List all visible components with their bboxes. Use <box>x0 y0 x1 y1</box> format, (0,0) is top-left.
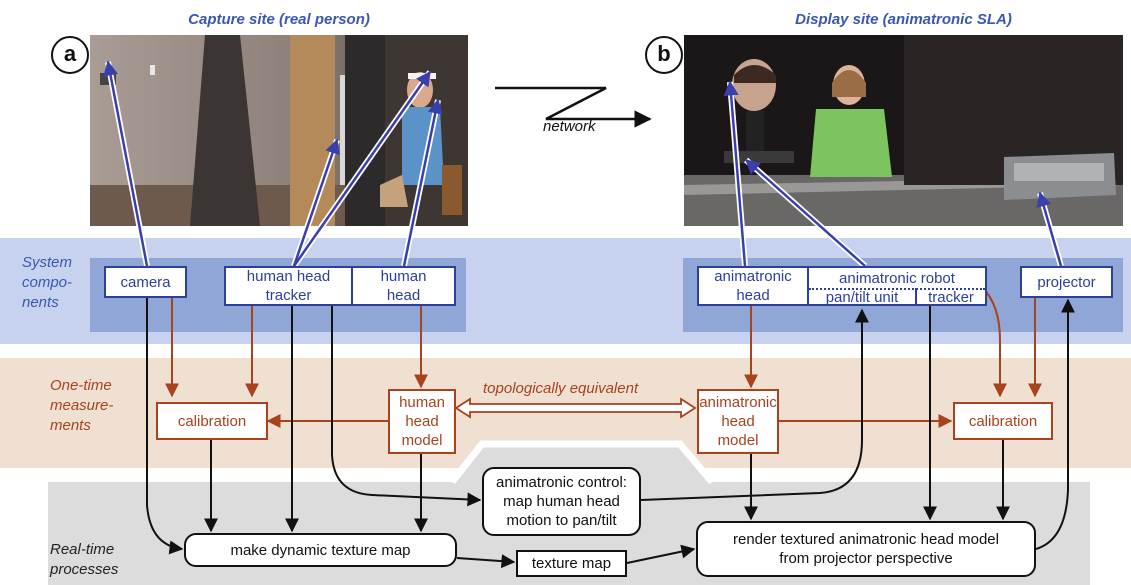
calibration-right-box: calibration <box>953 402 1053 440</box>
pointer-projector <box>1036 191 1063 267</box>
arrow-make-texture-texture-map <box>456 554 516 569</box>
make-texture-map-box: make dynamic texture map <box>184 533 457 567</box>
projector-box: projector <box>1020 266 1113 298</box>
panel-label-b: b <box>645 36 683 74</box>
display-site-title: Display site (animatronic SLA) <box>795 11 1012 28</box>
topo-double-arrow <box>454 397 697 419</box>
arrow-tracker-anim-control <box>331 298 482 507</box>
pointer-tracker-headband <box>292 70 432 267</box>
pointer-tracker-base <box>292 138 340 267</box>
pan-tilt-unit-label: pan/tilt unit <box>825 289 899 306</box>
arrow-anim-control-pan-tilt <box>640 308 869 501</box>
panel-label-a: a <box>51 36 89 74</box>
pointer-camera <box>103 60 149 267</box>
arrow-texture-map-render <box>626 544 696 564</box>
realtime-band-edge <box>449 440 715 485</box>
orange-arrows <box>165 286 1042 428</box>
capture-site-title: Capture site (real person) <box>188 11 370 28</box>
capture-photo-drawing <box>90 35 468 226</box>
arrow-render-projector <box>1035 298 1075 550</box>
pointer-human-head <box>402 98 443 267</box>
network-arrow <box>495 86 652 128</box>
animatronic-robot-label: animatronic robot <box>839 270 955 287</box>
tracker-label: tracker <box>928 289 974 306</box>
pointer-halos <box>105 61 1064 269</box>
pointer-robot <box>744 159 866 267</box>
pointer-animatronic-head <box>723 80 747 267</box>
calibration-left-box: calibration <box>156 402 268 440</box>
pointer-lines <box>103 60 1063 267</box>
camera-box: camera <box>104 266 187 298</box>
texture-map-box: texture map <box>516 550 627 577</box>
arrow-camera-make-texture <box>146 298 184 555</box>
capture-photo <box>90 35 468 226</box>
network-label: network <box>543 118 596 135</box>
black-arrows <box>146 298 1075 569</box>
topologically-equivalent-label: topologically equivalent <box>483 380 639 397</box>
